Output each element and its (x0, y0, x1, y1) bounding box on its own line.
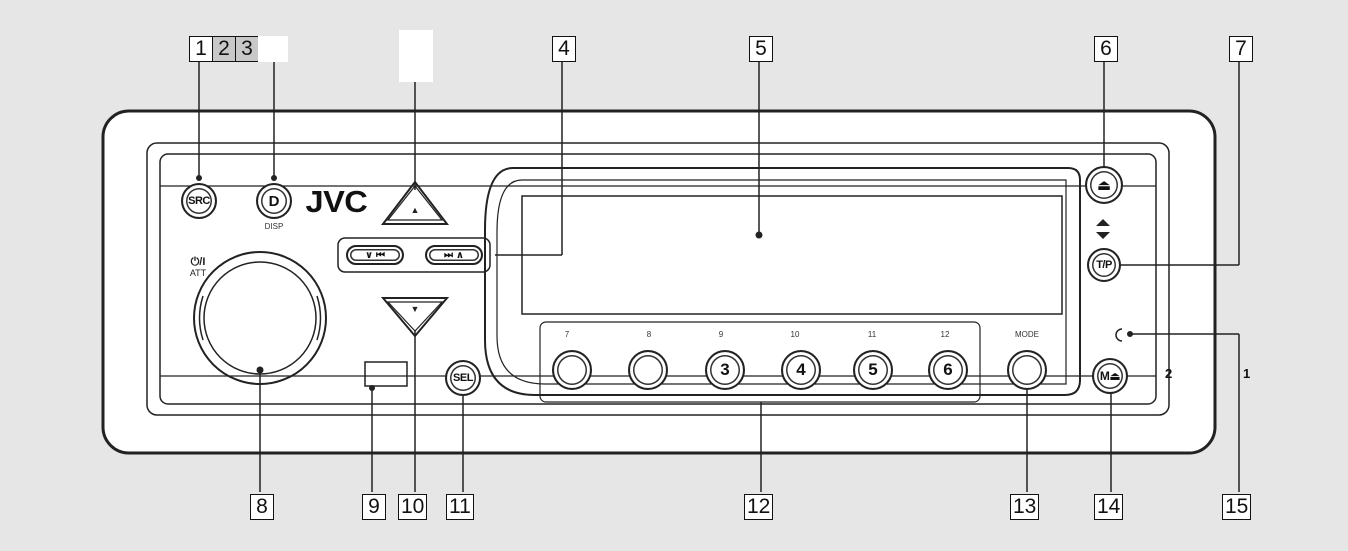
callout-9: 9 (362, 494, 386, 520)
att-label: ATT (189, 268, 207, 278)
preset-11-label: 11 (867, 330, 877, 339)
side-number-2: 2 (1165, 366, 1173, 381)
blank-callout-box (258, 36, 288, 62)
eject-button[interactable]: ⏏ (1085, 166, 1123, 204)
sel-button[interactable]: SEL (445, 360, 481, 396)
mode-button[interactable] (1007, 350, 1047, 390)
preset-button-5[interactable]: 5 (853, 350, 893, 390)
preset-button-6[interactable]: 6 (928, 350, 968, 390)
mode-label: MODE (1015, 330, 1039, 339)
preset-button-2[interactable] (628, 350, 668, 390)
disp-label: DISP (264, 222, 284, 231)
callout-15: 15 (1222, 494, 1252, 520)
up-arrow-icon[interactable]: ▲ (410, 205, 420, 215)
tp-button[interactable]: T/P (1087, 248, 1121, 282)
callout-2: 2 (212, 36, 236, 62)
preset-10-label: 10 (790, 330, 800, 339)
m-eject-button[interactable]: M⏏ (1092, 358, 1128, 394)
side-number-1: 1 (1243, 366, 1251, 381)
callout-5: 5 (749, 36, 773, 62)
callout-6: 6 (1094, 36, 1118, 62)
src-button[interactable]: SRC (181, 183, 217, 219)
preset-12-label: 12 (940, 330, 950, 339)
blank-callout-box-up (399, 30, 433, 82)
callout-11: 11 (446, 494, 474, 520)
callout-4: 4 (552, 36, 576, 62)
brand-logo: JVC (305, 184, 368, 219)
preset-9-label: 9 (718, 330, 724, 339)
prev-seek-button[interactable]: ∨ ⏮ (346, 245, 404, 265)
preset-button-1[interactable] (552, 350, 592, 390)
preset-button-4[interactable]: 4 (781, 350, 821, 390)
callout-3: 3 (235, 36, 259, 62)
preset-8-label: 8 (646, 330, 652, 339)
preset-7-label: 7 (564, 330, 570, 339)
next-seek-button[interactable]: ⏭ ∧ (425, 245, 483, 265)
callout-14: 14 (1094, 494, 1124, 520)
callout-13: 13 (1010, 494, 1040, 520)
callout-10: 10 (398, 494, 428, 520)
power-label: ⏻/I (190, 256, 206, 268)
d-button[interactable]: D (256, 183, 292, 219)
callout-12: 12 (744, 494, 774, 520)
callout-8: 8 (250, 494, 274, 520)
preset-button-3[interactable]: 3 (705, 350, 745, 390)
callout-7: 7 (1229, 36, 1253, 62)
down-arrow-icon[interactable]: ▼ (410, 304, 420, 314)
callout-1: 1 (189, 36, 213, 62)
